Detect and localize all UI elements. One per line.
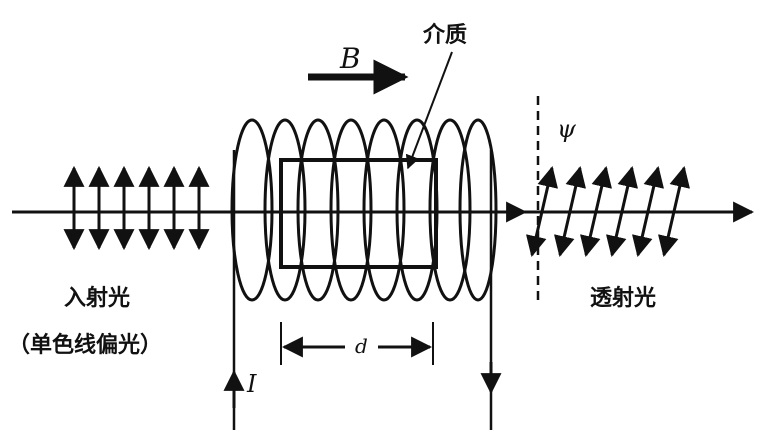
medium-label: 介质 — [422, 22, 467, 48]
coil-loop — [296, 118, 340, 302]
transmitted-polarization-arrows — [526, 165, 690, 258]
coil-loop — [362, 118, 406, 302]
current-label: I — [246, 370, 257, 398]
transmitted-arrow — [526, 165, 558, 258]
transmitted-light-label: 透射光 — [590, 285, 656, 311]
incident-polarization-arrows — [63, 165, 210, 251]
coil-loop — [395, 118, 439, 302]
transmitted-arrow — [658, 165, 690, 258]
incident-light-label: 入射光 — [64, 285, 130, 311]
solenoid-coil — [230, 118, 498, 302]
coil-loop — [458, 118, 498, 302]
rotation-angle-label: ψ — [557, 115, 577, 143]
coil-loop — [428, 118, 472, 302]
coil-loop — [230, 118, 274, 302]
coil-loop — [329, 118, 373, 302]
coil-loop — [263, 118, 307, 302]
transmitted-arrow — [606, 165, 638, 258]
transmitted-arrow — [632, 165, 664, 258]
incident-note-label: （单色线偏光） — [8, 332, 162, 358]
transmitted-arrow — [554, 165, 586, 258]
magnetic-field-label: B — [339, 42, 361, 75]
length-label: d — [355, 334, 368, 358]
medium-leader-line — [405, 51, 453, 170]
transmitted-arrow — [580, 165, 612, 258]
